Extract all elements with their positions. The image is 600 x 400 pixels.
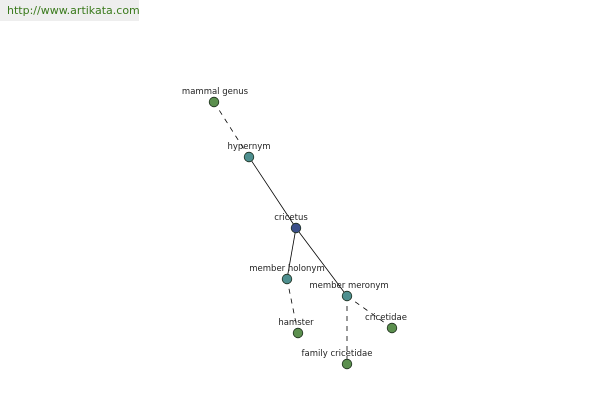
edge-cricetus-to-member-meronym: [295, 227, 348, 297]
node-hypernym-label: hypernym: [227, 142, 270, 152]
node-cricetidae-label: cricetidae: [365, 313, 407, 323]
edge-hypernym-to-cricetus: [248, 156, 297, 229]
node-member-meronym[interactable]: member meronym: [309, 281, 389, 302]
node-family-cricetidae[interactable]: family cricetidae: [302, 349, 373, 370]
watermark-url: http://www.artikata.com: [0, 0, 140, 21]
node-hamster[interactable]: hamster: [278, 318, 314, 339]
node-member-holonym-label: member holonym: [249, 264, 324, 274]
node-hypernym-dot[interactable]: [243, 151, 255, 163]
node-hamster-dot[interactable]: [292, 327, 304, 339]
node-member-holonym[interactable]: member holonym: [249, 264, 325, 285]
node-hypernym[interactable]: hypernym: [227, 142, 271, 163]
edge-member-meronym-to-cricetidae: [346, 295, 393, 329]
node-cricetus-dot[interactable]: [290, 222, 302, 234]
node-cricetus-label: cricetus: [274, 213, 308, 223]
node-family-cricetidae-label: family cricetidae: [302, 349, 373, 359]
node-mammal-genus-label: mammal genus: [182, 87, 249, 97]
edges-layer: [213, 101, 393, 364]
node-cricetus[interactable]: cricetus: [274, 213, 308, 234]
node-member-meronym-dot[interactable]: [341, 290, 353, 302]
node-cricetidae[interactable]: cricetidae: [365, 313, 407, 334]
node-hamster-label: hamster: [278, 318, 314, 328]
node-mammal-genus-dot[interactable]: [208, 96, 220, 108]
node-family-cricetidae-dot[interactable]: [341, 358, 353, 370]
node-member-meronym-label: member meronym: [309, 281, 388, 291]
edge-mammal-genus-to-hypernym: [213, 101, 250, 158]
node-mammal-genus[interactable]: mammal genus: [182, 87, 249, 108]
node-member-holonym-dot[interactable]: [281, 273, 293, 285]
node-cricetidae-dot[interactable]: [386, 322, 398, 334]
edge-cricetus-to-member-holonym: [286, 227, 297, 280]
nodes-layer: mammal genus hypernym cricetus member holon…: [182, 87, 407, 370]
